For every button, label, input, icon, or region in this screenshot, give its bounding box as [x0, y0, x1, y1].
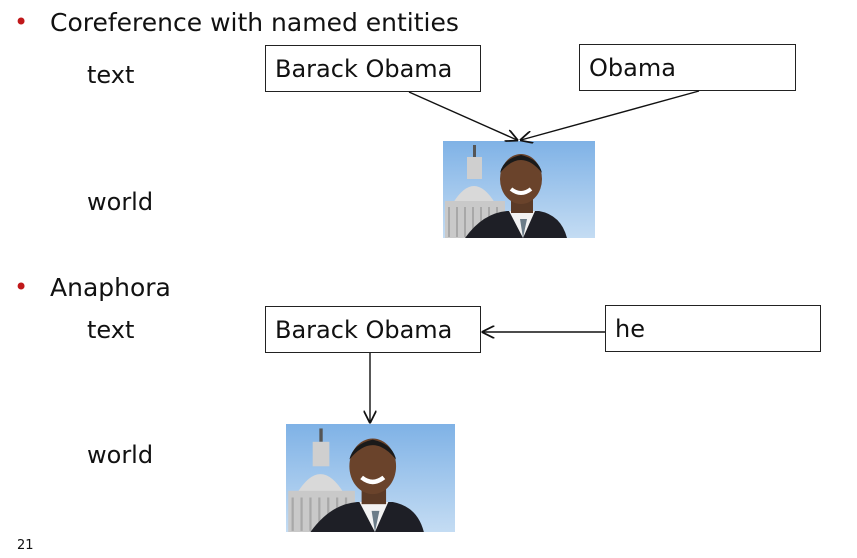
entity-box-label: Barack Obama [275, 315, 453, 344]
heading-coreference: Coreference with named entities [50, 8, 459, 37]
entity-box-label: Obama [589, 53, 676, 82]
world-label-1: world [87, 188, 154, 216]
entity-box-label: Barack Obama [275, 54, 453, 83]
arrow-barack-to-photo [408, 91, 517, 140]
entity-box-barack-obama-2: Barack Obama [265, 306, 481, 353]
obama-photo-1 [443, 141, 595, 238]
bullet-2: • [14, 273, 29, 301]
arrow-obama-to-photo [521, 90, 700, 140]
pronoun-box-he: he [605, 305, 821, 352]
bullet-1: • [14, 8, 29, 36]
entity-box-obama: Obama [579, 44, 796, 91]
heading-anaphora: Anaphora [50, 273, 171, 302]
obama-photo-2 [286, 424, 455, 532]
text-label-1: text [87, 61, 135, 89]
pronoun-box-label: he [615, 314, 645, 343]
entity-box-barack-obama-1: Barack Obama [265, 45, 481, 92]
slide-number: 21 [17, 538, 34, 553]
world-label-2: world [87, 441, 154, 469]
portrait-image [443, 141, 595, 238]
portrait-image [286, 424, 455, 532]
text-label-2: text [87, 316, 135, 344]
